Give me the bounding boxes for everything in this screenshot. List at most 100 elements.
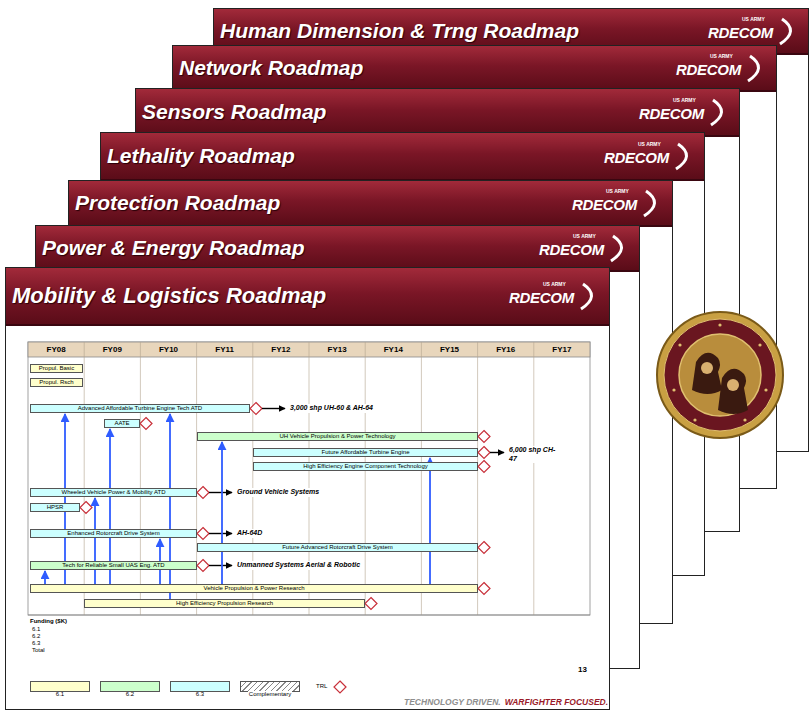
funding-cell: 6.2 <box>32 633 40 641</box>
slide-header: Network Roadmap US ARMY RDECOM <box>173 46 776 92</box>
outcome-label: 3,000 shp UH-60 & AH-64 <box>289 404 374 413</box>
slide-header: Mobility & Logistics Roadmap US ARMY RDECO… <box>6 268 609 326</box>
slide-title: Protection Roadmap <box>69 181 280 225</box>
bar-label: Tech for Reliable Small UAS Eng. ATD <box>31 562 196 569</box>
rdecom-logo: US ARMY RDECOM <box>539 233 627 263</box>
rdecom-logo: US ARMY RDECOM <box>676 53 764 83</box>
funding-flow-arrow <box>429 458 431 584</box>
bar-label: High Efficiency Engine Component Technol… <box>254 463 477 470</box>
logo-text: RDECOM <box>604 149 669 167</box>
slide-title: Sensors Roadmap <box>136 89 326 135</box>
funding-flow-arrow <box>64 414 66 584</box>
logo-text: US ARMY <box>543 281 566 287</box>
logo-text: RDECOM <box>539 241 604 259</box>
slide-title: Mobility & Logistics Roadmap <box>6 268 326 324</box>
logo-text: US ARMY <box>673 97 696 103</box>
slide-header: Power & Energy Roadmap US ARMY RDECOM <box>36 226 639 272</box>
bar-label: Advanced Affordable Turbine Engine Tech … <box>31 405 249 412</box>
rdecom-logo: US ARMY RDECOM <box>509 281 597 311</box>
bar-label: Future Affordable Turbine Engine <box>254 449 477 456</box>
outcome-label: AH-64D <box>236 529 263 538</box>
year-header: FY15 <box>421 345 477 355</box>
funding-flow-arrow <box>169 414 171 599</box>
legend-text: 6.1 <box>56 691 64 697</box>
year-header: FY16 <box>478 345 534 355</box>
program-bar: Tech for Reliable Small UAS Eng. ATD <box>30 561 197 570</box>
program-bar: Propul. Rsch <box>30 378 83 387</box>
rdecom-logo: US ARMY RDECOM <box>639 97 727 127</box>
program-bar: Future Affordable Turbine Engine <box>253 448 478 457</box>
funding-flow-arrow <box>221 442 223 584</box>
funding-cell: Funding ($K) <box>30 618 67 626</box>
year-header: FY14 <box>365 345 421 355</box>
page-number: 13 <box>578 665 587 675</box>
logo-text: RDECOM <box>572 196 637 214</box>
bar-label: High Efficiency Propulsion Research <box>85 600 364 607</box>
year-header: FY08 <box>28 345 84 355</box>
rdecom-logo: US ARMY RDECOM <box>604 141 692 171</box>
legend-swatch: 6.1 <box>30 681 90 692</box>
year-header: FY17 <box>534 345 590 355</box>
logo-text: RDECOM <box>639 105 704 123</box>
logo-text: RDECOM <box>708 24 773 42</box>
logo-text: US ARMY <box>710 53 733 59</box>
bar-label: HPSR <box>31 504 79 511</box>
bar-label: Enhanced Rotorcraft Drive System <box>31 530 196 537</box>
command-seal <box>657 312 783 438</box>
bar-label: AATE <box>105 420 139 427</box>
logo-text: RDECOM <box>676 61 741 79</box>
program-bar: AATE <box>104 419 140 428</box>
program-bar: Wheeled Vehicle Power & Mobility ATD <box>30 488 197 497</box>
slide-header: Protection Roadmap US ARMY RDECOM <box>69 181 672 227</box>
bar-label: Wheeled Vehicle Power & Mobility ATD <box>31 489 196 496</box>
legend-swatch: 6.2 <box>100 681 160 692</box>
funding-cell: Total <box>32 647 45 655</box>
bar-label: UH Vehicle Propulsion & Power Technology <box>198 433 477 440</box>
outcome-label: Unmanned Systems Aerial & Robotic <box>236 561 361 570</box>
slide-header: Lethality Roadmap US ARMY RDECOM <box>101 133 704 181</box>
logo-text: US ARMY <box>606 188 629 194</box>
slide-header: Sensors Roadmap US ARMY RDECOM <box>136 89 739 137</box>
year-header: FY09 <box>84 345 140 355</box>
funding-flow-arrow <box>94 498 96 584</box>
program-bar: Propul. Basic <box>30 364 83 373</box>
bar-label: Propul. Rsch <box>31 379 82 386</box>
logo-text: US ARMY <box>638 141 661 147</box>
year-header: FY10 <box>140 345 196 355</box>
program-bar: High Efficiency Propulsion Research <box>84 599 365 608</box>
rdecom-logo: US ARMY RDECOM <box>572 188 660 218</box>
program-bar: Future Advanced Rotorcraft Drive System <box>197 543 478 552</box>
slide-title: Lethality Roadmap <box>101 133 295 179</box>
roadmap-slide: Mobility & Logistics Roadmap US ARMY RDECO… <box>5 267 610 710</box>
legend-text: 6.2 <box>126 691 134 697</box>
funding-cell: 6.3 <box>32 640 40 648</box>
program-bar: UH Vehicle Propulsion & Power Technology <box>197 432 478 441</box>
funding-cell: 6.1 <box>32 626 40 634</box>
logo-text: US ARMY <box>573 233 596 239</box>
funding-flow-arrow <box>44 571 46 584</box>
bar-label: Vehicle Propulsion & Power Research <box>31 585 477 592</box>
legend-text: Complementary <box>248 691 292 697</box>
outcome-label: 6,000 shp CH-47 <box>508 446 558 463</box>
legend-text: 6.3 <box>196 691 204 697</box>
footer-slogan: WARFIGHTER FOCUSED. <box>505 697 608 707</box>
slide-title: Power & Energy Roadmap <box>36 226 305 270</box>
outcome-label: Ground Vehicle Systems <box>236 488 320 497</box>
program-bar: Advanced Affordable Turbine Engine Tech … <box>30 404 250 413</box>
logo-text: RDECOM <box>509 289 574 307</box>
logo-text: US ARMY <box>742 16 765 22</box>
rdecom-logo: US ARMY RDECOM <box>708 16 796 46</box>
legend-swatch: Complementary <box>240 681 300 692</box>
year-header: FY11 <box>197 345 253 355</box>
slide-title: Network Roadmap <box>173 46 363 90</box>
bar-label: Propul. Basic <box>31 365 82 372</box>
legend-swatch: 6.3 <box>170 681 230 692</box>
year-header: FY12 <box>253 345 309 355</box>
year-header: FY13 <box>309 345 365 355</box>
program-bar: Enhanced Rotorcraft Drive System <box>30 529 197 538</box>
program-bar: High Efficiency Engine Component Technol… <box>253 462 478 471</box>
program-bar: HPSR <box>30 503 80 512</box>
bar-label: Future Advanced Rotorcraft Drive System <box>198 544 477 551</box>
legend-text: TRL <box>316 682 327 691</box>
